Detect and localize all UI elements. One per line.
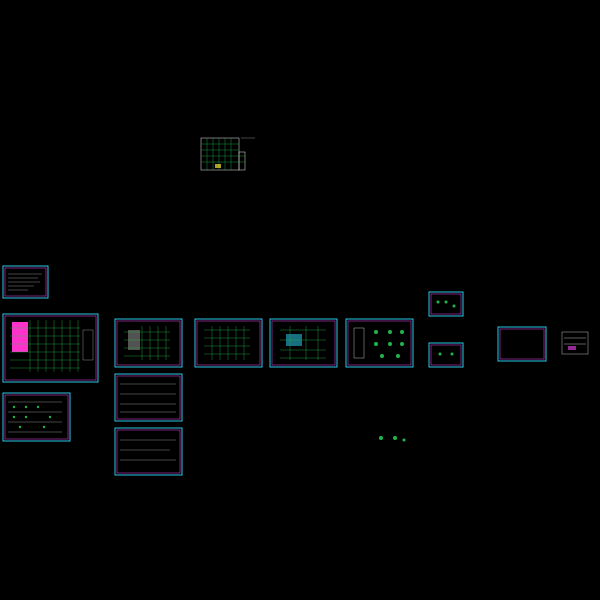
loose-detail: [379, 436, 406, 442]
sheet-left-details[interactable]: [2, 392, 71, 442]
sheet-plan-2[interactable]: [114, 318, 183, 368]
sheet-details[interactable]: [345, 318, 414, 368]
sheet-small-bot[interactable]: [428, 342, 464, 368]
sheet-beam-a[interactable]: [114, 373, 183, 422]
sheet-small-top[interactable]: [428, 291, 464, 317]
sheet-empty[interactable]: [497, 326, 547, 362]
sheet-left-small[interactable]: [2, 265, 49, 299]
sheet-top-plan[interactable]: [200, 137, 255, 171]
sheet-main-plan[interactable]: [2, 313, 99, 383]
sheet-plan-3[interactable]: [194, 318, 263, 368]
sheet-plan-4[interactable]: [269, 318, 338, 368]
sheet-beam-b[interactable]: [114, 427, 183, 476]
sheet-right-block[interactable]: [561, 331, 589, 355]
highlight-zone: [12, 322, 28, 352]
